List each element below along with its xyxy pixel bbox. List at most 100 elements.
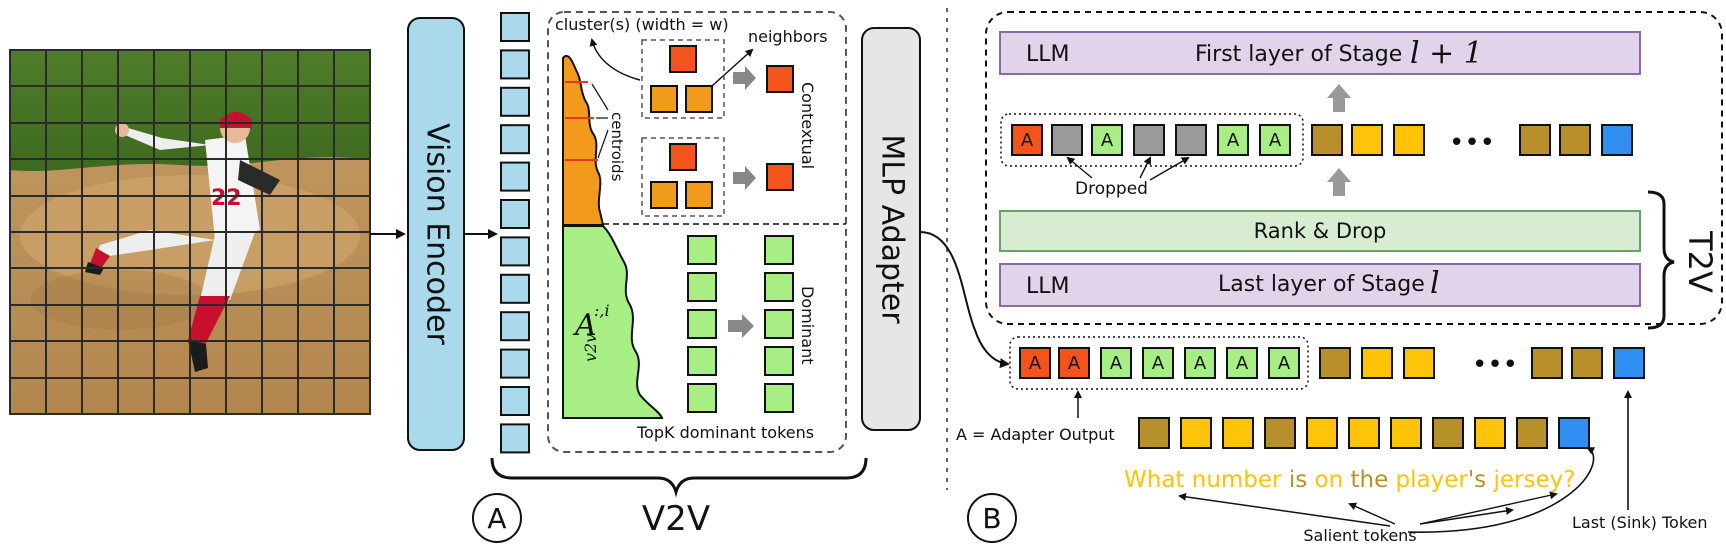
question-word: player <box>1388 467 1468 493</box>
visual-token <box>500 49 530 80</box>
v2v-brace <box>490 457 868 498</box>
visual-token <box>500 423 530 454</box>
dominant-candidate-token <box>687 383 717 413</box>
dominant-candidates <box>687 235 717 413</box>
token-letter: A <box>1269 130 1282 151</box>
dominant-candidate-token <box>687 272 717 302</box>
visual-token-column <box>500 12 530 454</box>
visual-token <box>500 273 530 304</box>
mlp-label: MLP Adapter <box>875 134 910 324</box>
dominant-selected-token <box>764 309 794 339</box>
contextual-label: Contextual <box>798 82 817 169</box>
salient-arrows <box>1178 491 1558 527</box>
question-token <box>1390 417 1422 449</box>
dominant-label: Dominant <box>798 286 817 365</box>
dominant-candidate-token <box>687 346 717 376</box>
t2v-stage-box <box>985 11 1723 325</box>
salient-label: Salient tokens <box>1303 526 1416 545</box>
pitcher-photo: 22 <box>9 49 371 415</box>
token-letter: A <box>1101 130 1114 151</box>
llm-top-var: l + 1 <box>1410 36 1483 71</box>
context-cluster-2 <box>641 137 725 217</box>
question-token-row <box>1138 417 1590 449</box>
dropped-arrow-1 <box>1066 156 1093 179</box>
stage-ellipsis: ••• <box>1449 128 1495 158</box>
t2v-label: T2V <box>1681 230 1719 293</box>
question-word: jersey? <box>1486 467 1575 493</box>
dropped-arrow-3 <box>1149 156 1190 181</box>
token-letter: A <box>1152 353 1165 374</box>
topk-arrow <box>728 314 754 338</box>
dominant-selected-token <box>764 346 794 376</box>
panel-b-marker <box>967 493 1017 543</box>
input-token <box>1268 347 1300 379</box>
topk-label: TopK dominant tokens <box>636 423 814 442</box>
neighbors-label: neighbors <box>748 27 828 46</box>
attention-superscript: :,i <box>594 301 610 320</box>
question-word: What <box>1124 467 1184 493</box>
question-word: number <box>1184 467 1282 493</box>
centroid-pointer-3 <box>597 129 609 159</box>
attention-profile <box>562 54 664 419</box>
llm-bottom-label: Last layer of Stage <box>1218 272 1425 297</box>
question-token <box>1222 417 1254 449</box>
stage-token <box>1519 124 1551 156</box>
t2v-brace <box>1647 190 1675 330</box>
dominant-candidate-token <box>687 235 717 265</box>
visual-token <box>500 348 530 379</box>
dropped-label: Dropped <box>1075 179 1148 199</box>
input-ellipsis: ••• <box>1472 350 1518 380</box>
dropped-group-box <box>1000 113 1304 167</box>
dropped-arrow-2 <box>1139 156 1151 179</box>
stage-token <box>1601 124 1633 156</box>
token-letter: A <box>1068 353 1081 374</box>
input-token <box>1613 347 1645 379</box>
stage-token <box>1259 124 1291 156</box>
patch-grid <box>9 49 371 415</box>
stage-token <box>1011 124 1043 156</box>
question-token <box>1264 417 1296 449</box>
cluster-arrow <box>589 38 641 81</box>
stage-token <box>1393 124 1425 156</box>
panel-a-marker <box>472 493 522 543</box>
token-letter: A <box>1029 353 1042 374</box>
up-arrow-mid <box>1327 168 1351 196</box>
visual-token <box>500 311 530 342</box>
vision-encoder-label: Vision Encoder <box>420 123 455 345</box>
input-token <box>1100 347 1132 379</box>
stage-token <box>1351 124 1383 156</box>
token-letter: A <box>1021 130 1034 151</box>
v2v-box <box>547 11 847 453</box>
stage-token <box>1559 124 1591 156</box>
question-word: 's <box>1468 467 1486 493</box>
dominant-selected-token <box>764 272 794 302</box>
llm-top-tag: LLM <box>1026 42 1070 67</box>
merge-arrow-2 <box>733 166 756 190</box>
centroids-label: centroids <box>608 112 626 182</box>
input-token <box>1184 347 1216 379</box>
input-token <box>1058 347 1090 379</box>
input-token <box>1531 347 1563 379</box>
attention-subscript: v2v <box>581 334 600 362</box>
merged-context-token-2 <box>766 163 794 191</box>
mlp-to-llm-arrow <box>919 231 1010 369</box>
llm-bottom-var: l <box>1430 266 1440 301</box>
token-letter: A <box>1278 353 1291 374</box>
panel-a-marker-text: A <box>487 502 506 535</box>
dominant-selected <box>764 235 794 413</box>
vision-encoder-block: Vision Encoder <box>407 17 465 451</box>
question-token <box>1306 417 1338 449</box>
visual-token <box>500 161 530 192</box>
question-token <box>1474 417 1506 449</box>
question-token <box>1180 417 1212 449</box>
stage-token <box>1051 124 1083 156</box>
token-letter: A <box>1236 353 1249 374</box>
question-word: the <box>1343 467 1388 493</box>
centroid-pointer-1 <box>591 83 609 111</box>
v2v-label: V2V <box>642 499 710 539</box>
stage-token <box>1217 124 1249 156</box>
question-token <box>1348 417 1380 449</box>
